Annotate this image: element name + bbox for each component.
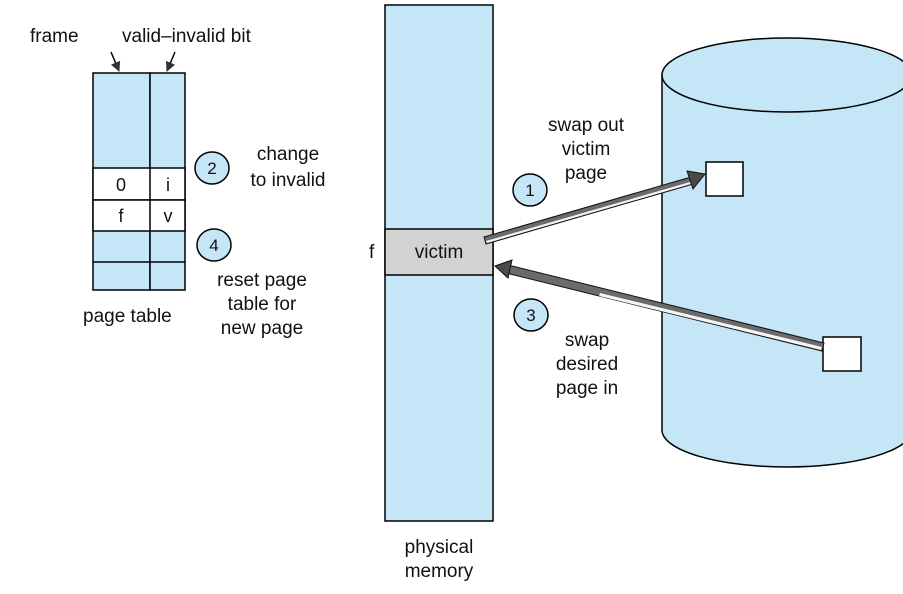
step-3: 3 swap desired page in bbox=[513, 298, 618, 399]
step-4-number: 4 bbox=[209, 236, 218, 255]
step-4-text-line: table for bbox=[228, 294, 297, 315]
memory-caption-line: memory bbox=[405, 561, 474, 582]
step-3-badge bbox=[513, 298, 549, 332]
step-2-text-line: to invalid bbox=[251, 170, 326, 191]
bit-label-pointer bbox=[165, 51, 176, 72]
swap-in-arrowhead bbox=[494, 259, 513, 279]
step-1-number: 1 bbox=[525, 181, 534, 200]
page-table-row-invalid bbox=[92, 167, 186, 201]
step-1: 1 swap out victim page bbox=[512, 115, 625, 207]
physical-memory: victim f physical memory bbox=[369, 4, 494, 582]
disk-top bbox=[661, 37, 903, 113]
backing-store-disk bbox=[661, 37, 903, 468]
step-4-text-line: new page bbox=[221, 318, 303, 339]
step-3-text-line: desired bbox=[556, 354, 618, 375]
row-bit-value: v bbox=[164, 206, 173, 226]
swap-out-arrow bbox=[483, 170, 706, 245]
step-1-text-line: swap out bbox=[548, 115, 625, 136]
disk-body bbox=[661, 74, 903, 468]
page-table: 0 i f v frame valid–invalid bit page tab… bbox=[30, 26, 252, 327]
swap-in-arrow-shaft-highlight bbox=[599, 293, 822, 350]
page-table-caption: page table bbox=[83, 306, 172, 327]
desired-page bbox=[822, 336, 862, 372]
page-table-row-valid bbox=[92, 199, 186, 232]
valid-invalid-bit-label: valid–invalid bit bbox=[122, 26, 252, 47]
row-bit-value: i bbox=[166, 175, 170, 195]
row-frame-value: f bbox=[118, 206, 124, 226]
step-1-text-line: victim bbox=[562, 139, 611, 160]
row-frame-value: 0 bbox=[116, 175, 126, 195]
step-4: 4 reset page table for new page bbox=[196, 228, 307, 339]
swap-out-arrowhead bbox=[686, 170, 706, 191]
victim-label: victim bbox=[415, 242, 464, 263]
step-2-text-line: change bbox=[257, 144, 319, 165]
swap-in-arrow bbox=[494, 259, 825, 352]
memory-caption-line: physical bbox=[405, 537, 474, 558]
step-1-text-line: page bbox=[565, 163, 607, 184]
step-2-number: 2 bbox=[207, 159, 216, 178]
step-2-badge bbox=[194, 151, 230, 185]
step-3-text-line: swap bbox=[565, 330, 609, 351]
victim-frame bbox=[384, 228, 494, 276]
frame-marker: f bbox=[369, 242, 375, 263]
step-3-text-line: page in bbox=[556, 378, 618, 399]
swap-out-arrow-shaft-highlight bbox=[486, 182, 691, 243]
swapped-out-page bbox=[705, 161, 744, 197]
step-2: 2 change to invalid bbox=[194, 144, 326, 191]
frame-label-pointer bbox=[110, 51, 121, 72]
step-4-badge bbox=[196, 228, 232, 262]
step-1-badge bbox=[512, 173, 548, 207]
frame-label: frame bbox=[30, 26, 79, 47]
step-3-number: 3 bbox=[526, 306, 535, 325]
step-4-text-line: reset page bbox=[217, 270, 307, 291]
